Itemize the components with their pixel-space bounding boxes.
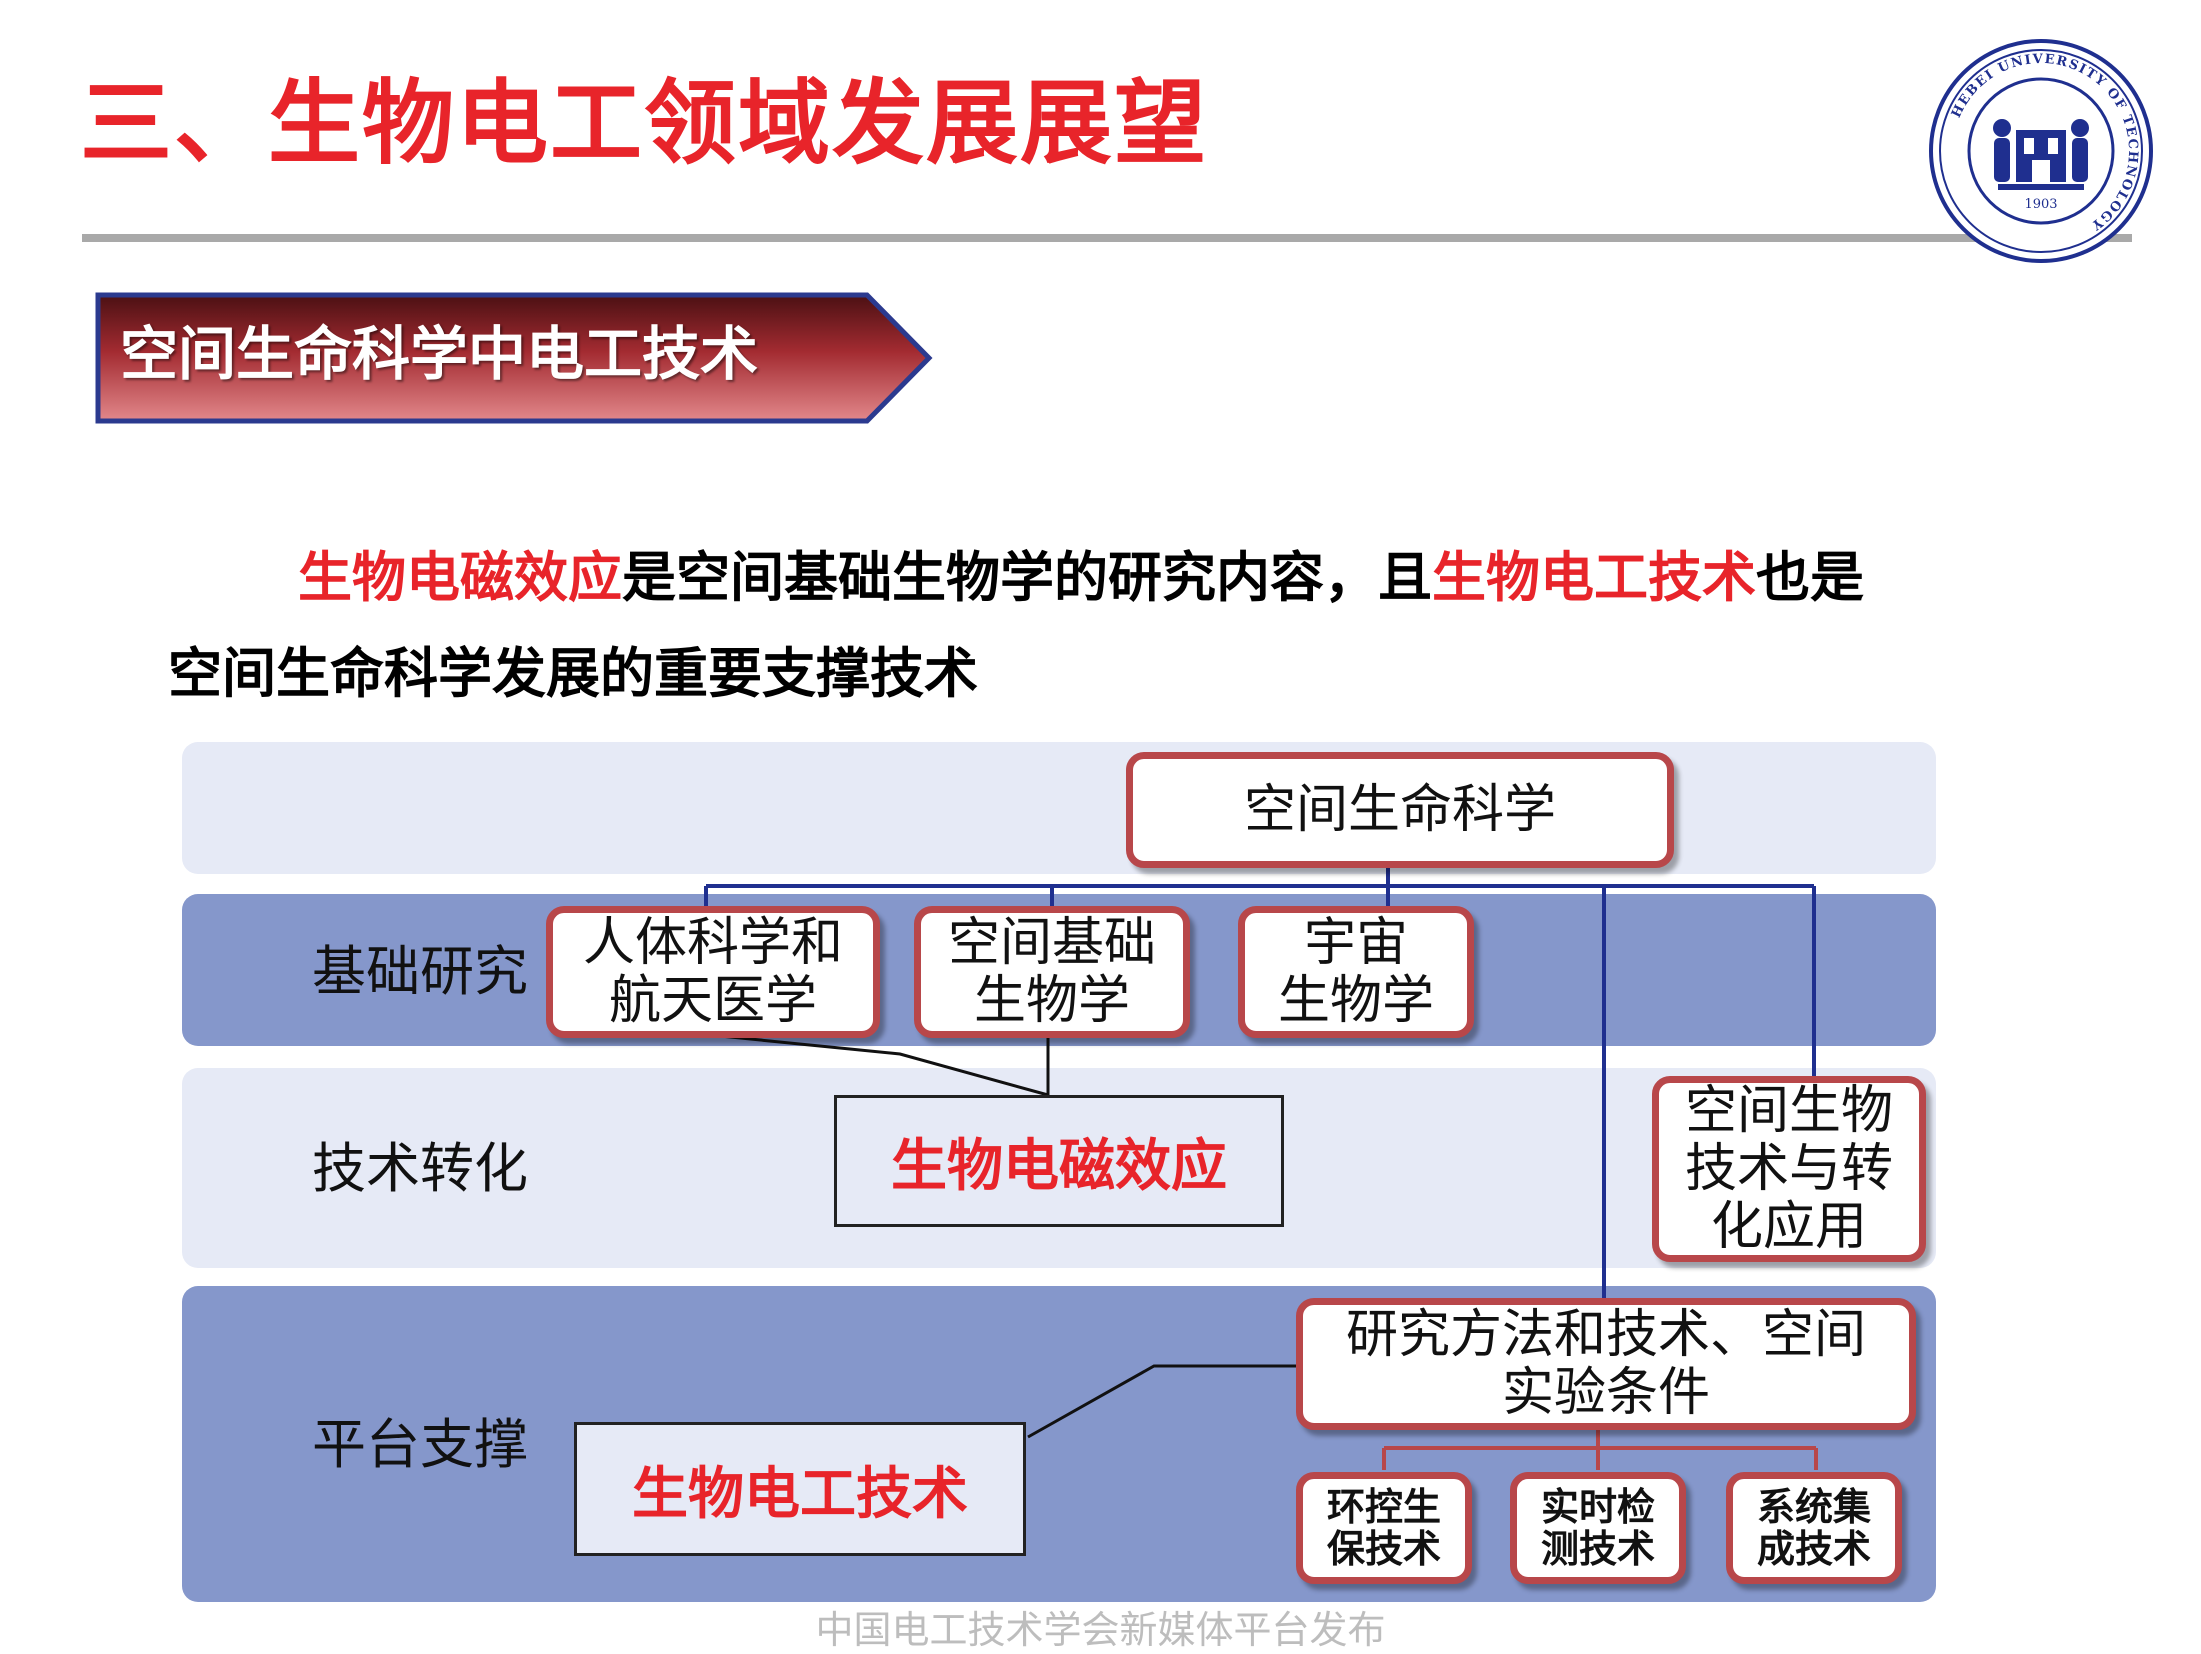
node-realtime-detection-line-2: 测技术 (1540, 1527, 1655, 1571)
intro-text-2: 也是 (1756, 546, 1864, 609)
intro-paragraph: 生物电磁效应是空间基础生物学的研究内容，且生物电工技术也是 空间生命科学发展的重… (168, 530, 2108, 722)
node-research-methods-line-1: 研究方法和技术、空间 (1345, 1305, 1866, 1365)
intro-text-1: 是空间基础生物学的研究内容，且 (622, 546, 1432, 609)
node-space-biotech-line-3: 化应用 (1710, 1197, 1867, 1257)
node-cosmic-biology-line-2: 生物学 (1277, 971, 1434, 1031)
node-human-science-line-1: 人体科学和 (582, 913, 843, 973)
row-label-tech-transfer: 技术转化 (312, 1137, 528, 1200)
node-space-biotech: 空间生物 技术与转 化应用 (1652, 1076, 1926, 1262)
section-tag-banner (95, 292, 933, 424)
footer-note: 中国电工技术学会新媒体平台发布 (815, 1608, 1386, 1652)
node-space-life-science: 空间生命科学 (1126, 752, 1674, 868)
node-space-basic-biology-line-1: 空间基础 (947, 913, 1156, 973)
intro-text-3: 空间生命科学发展的重要支撑技术 (168, 642, 978, 705)
section-tag-label: 空间生命科学中电工技术 (120, 320, 759, 388)
node-cosmic-biology-line-1: 宇宙 (1303, 913, 1408, 973)
node-realtime-detection-line-1: 实时检 (1540, 1485, 1655, 1529)
focus-bioelectrical-technology-label: 生物电工技术 (632, 1461, 968, 1527)
node-space-life-science-label: 空间生命科学 (1243, 780, 1556, 840)
node-space-basic-biology: 空间基础 生物学 (914, 906, 1190, 1038)
node-eclss-line-2: 保技术 (1326, 1527, 1441, 1571)
intro-line-1: 生物电磁效应是空间基础生物学的研究内容，且生物电工技术也是 (168, 530, 2108, 626)
focus-bioelectromagnetic-effect-label: 生物电磁效应 (891, 1133, 1227, 1199)
node-system-integration-line-2: 成技术 (1756, 1527, 1871, 1571)
row-label-basic-research: 基础研究 (312, 940, 528, 1003)
intro-highlight-em-effect: 生物电磁效应 (298, 546, 622, 609)
slide-title: 三、生物电工领域发展展望 (80, 70, 1209, 177)
node-research-methods-line-2: 实验条件 (1501, 1363, 1710, 1423)
node-research-methods: 研究方法和技术、空间 实验条件 (1296, 1298, 1916, 1430)
node-human-science: 人体科学和 航天医学 (546, 906, 880, 1038)
node-eclss-line-1: 环控生 (1326, 1485, 1441, 1529)
intro-highlight-bioelectrical-tech: 生物电工技术 (1432, 546, 1756, 609)
row-label-platform-support: 平台支撑 (312, 1413, 528, 1476)
node-system-integration: 系统集 成技术 (1726, 1472, 1902, 1584)
title-divider (82, 234, 2132, 242)
node-cosmic-biology: 宇宙 生物学 (1238, 906, 1474, 1038)
node-realtime-detection: 实时检 测技术 (1510, 1472, 1686, 1584)
node-eclss: 环控生 保技术 (1296, 1472, 1472, 1584)
node-human-science-line-2: 航天医学 (608, 971, 817, 1031)
focus-bioelectrical-technology: 生物电工技术 (574, 1422, 1026, 1556)
node-space-biotech-line-1: 空间生物 (1684, 1081, 1893, 1141)
node-system-integration-line-1: 系统集 (1756, 1485, 1871, 1529)
seal-year: 1903 (2024, 197, 2057, 212)
focus-bioelectromagnetic-effect: 生物电磁效应 (834, 1095, 1284, 1227)
university-seal-icon: HEBEI UNIVERSITY OF TECHNOLOGY 1903 (1929, 39, 2153, 263)
node-space-basic-biology-line-2: 生物学 (973, 971, 1130, 1031)
node-space-biotech-line-2: 技术与转 (1684, 1139, 1893, 1199)
